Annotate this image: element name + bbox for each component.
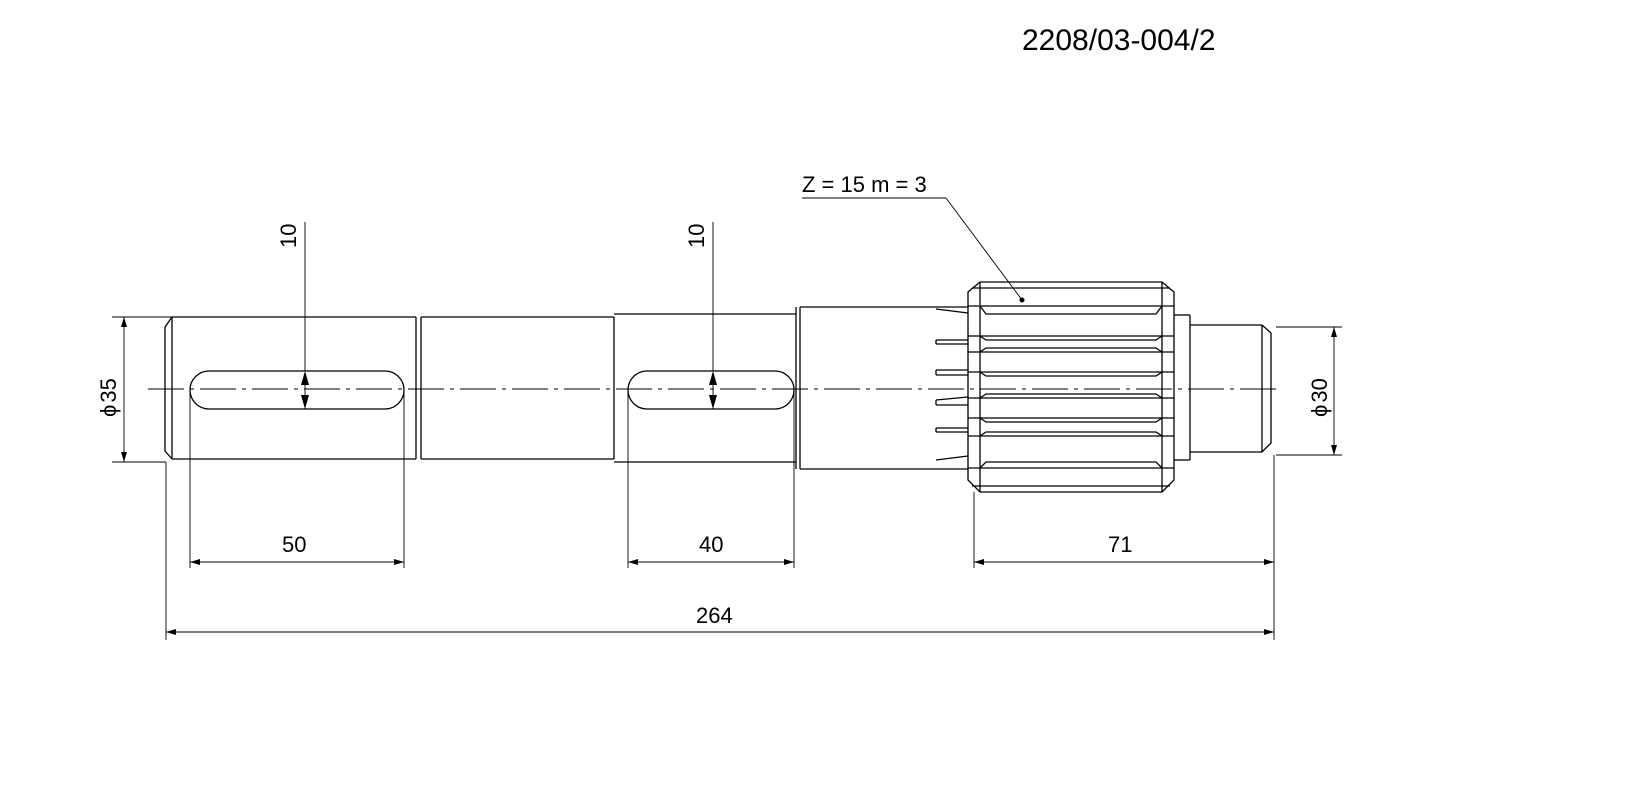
gear-leader: Z = 15 m = 3 (802, 172, 1025, 303)
keyway2-width-dim: 10 (684, 222, 717, 409)
shaft-right-end (1174, 314, 1272, 461)
right-diameter-value: 30 (1307, 378, 1332, 402)
keyway2-length-dim: 40 (628, 532, 794, 565)
left-diameter-label: ϕ 35 (96, 378, 121, 417)
keyway1-length-label: 50 (282, 532, 306, 557)
extension-lines (165, 390, 1275, 640)
keyway-2 (627, 370, 795, 410)
gear-end-length-dim: 71 (974, 532, 1274, 565)
right-diameter-dim: ϕ 30 (1276, 326, 1342, 456)
keyway-1 (189, 370, 405, 410)
right-diameter-label: ϕ 30 (1307, 378, 1332, 417)
shaft-outline (164, 306, 969, 470)
left-diameter-dim: ϕ 35 (96, 316, 172, 463)
keyway1-width-label: 10 (276, 224, 301, 248)
diameter-symbol-left: ϕ (96, 405, 121, 417)
drawing-number: 2208/03-004/2 (1022, 24, 1216, 57)
left-diameter-value: 35 (96, 378, 121, 402)
overall-length-dim: 264 (166, 603, 1274, 635)
overall-length-label: 264 (696, 603, 733, 628)
keyway2-width-label: 10 (684, 224, 709, 248)
diameter-symbol-right: ϕ (1307, 405, 1332, 417)
gear-spec-label: Z = 15 m = 3 (802, 172, 927, 197)
keyway2-length-label: 40 (699, 532, 723, 557)
keyway1-width-dim: 10 (276, 222, 309, 409)
gear-end-length-label: 71 (1108, 532, 1132, 557)
keyway1-length-dim: 50 (190, 532, 404, 565)
gear-body (967, 281, 1175, 493)
